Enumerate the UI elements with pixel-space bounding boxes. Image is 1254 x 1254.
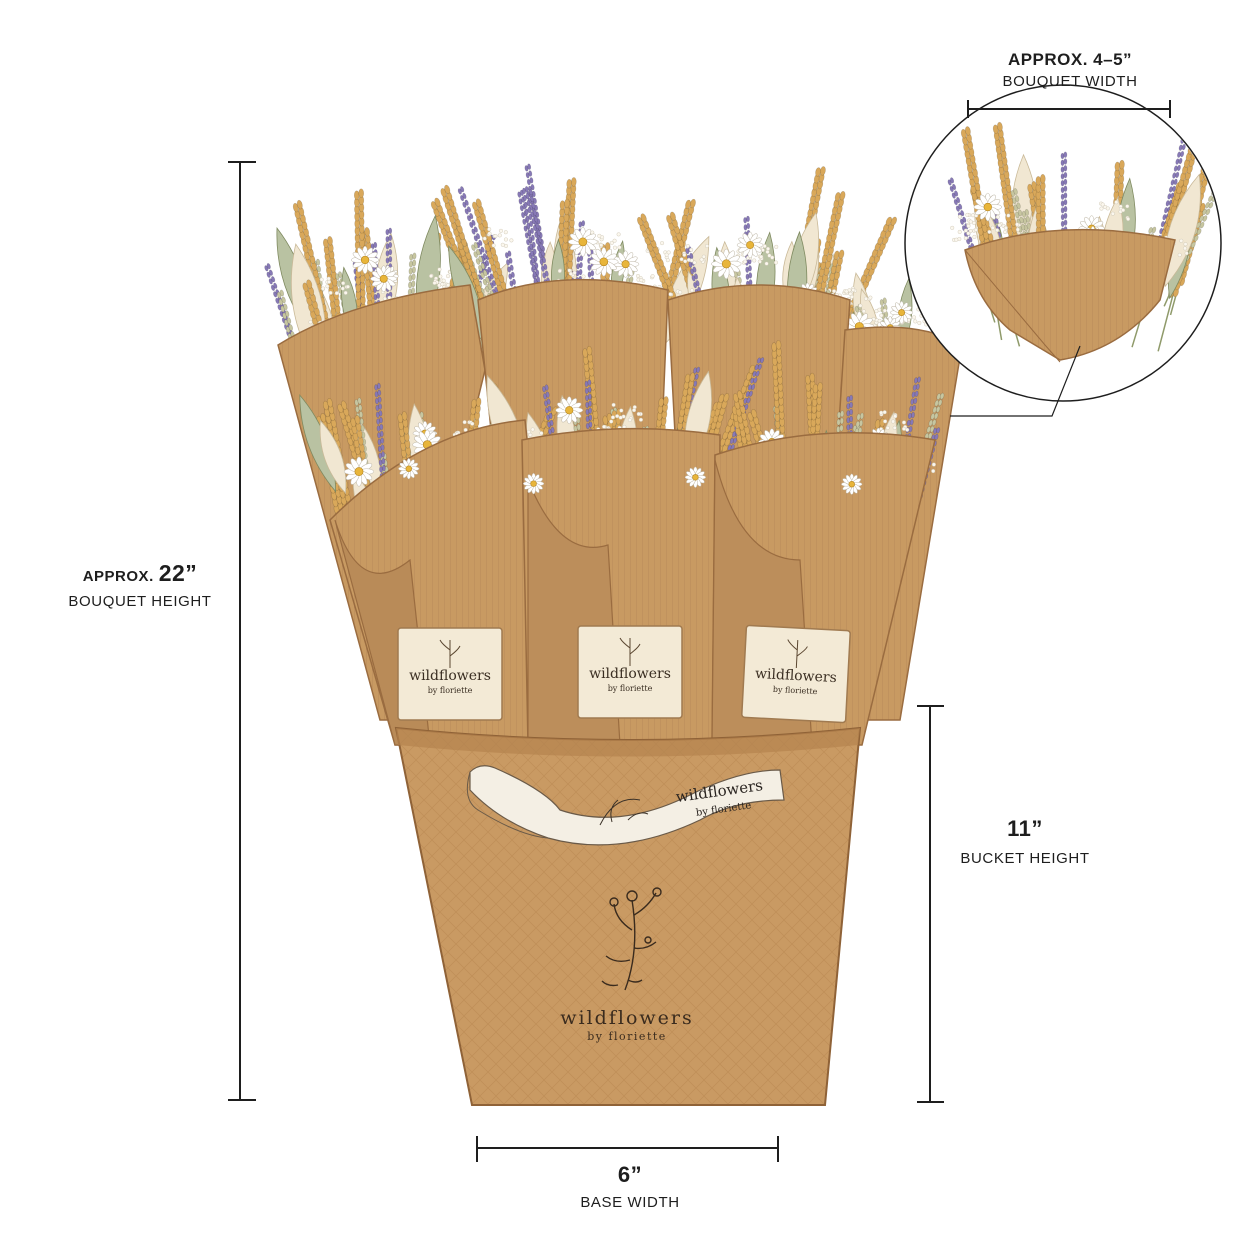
bucket-height-dimension-line (917, 705, 944, 1103)
daisy (841, 473, 863, 495)
babys-breath (855, 307, 887, 329)
base-width-caption: BASE WIDTH (580, 1194, 680, 1211)
cone-label-name: wildflowers (589, 666, 671, 682)
bouquet-height-label: APPROX. 22” BOUQUET HEIGHT (40, 560, 240, 610)
bouquet-width-label: APPROX. 4–5” BOUQUET WIDTH (960, 50, 1180, 90)
daisy (343, 456, 374, 487)
daisy (711, 248, 742, 280)
cone-label-byline: by floriette (608, 684, 653, 693)
daisy (736, 231, 764, 259)
daisy (351, 245, 380, 274)
babys-breath (609, 402, 643, 424)
base-width-value: 6” (617, 1162, 643, 1187)
babys-breath (482, 227, 514, 248)
base-width-label: 6” BASE WIDTH (530, 1162, 730, 1211)
babys-breath (842, 286, 873, 308)
cone-label-byline: by floriette (428, 686, 473, 695)
cone-label-name: wildflowers (409, 668, 491, 684)
bucket-byline: by floriette (587, 1030, 667, 1043)
cone-label-3: wildflowers by floriette (741, 624, 851, 724)
daisy (398, 458, 420, 480)
daisy (568, 227, 598, 257)
flower-spike (522, 186, 547, 349)
base-width-dimension-line (476, 1136, 779, 1162)
babys-breath (319, 276, 350, 296)
babys-breath (679, 244, 710, 265)
bouquet-width-value: APPROX. 4–5” (1007, 50, 1133, 69)
bouquet-width-dimension-line (967, 100, 1171, 118)
bouquet-detail-callout (904, 84, 1222, 417)
daisy (684, 466, 706, 488)
kraft-bucket (394, 726, 862, 1106)
cone-label-1: wildflowers by floriette (397, 627, 503, 721)
bucket-height-label: 11” BUCKET HEIGHT (940, 816, 1110, 867)
daisy (973, 192, 1002, 222)
callout-leader-line (950, 345, 1081, 417)
bouquet-height-value: 22” (158, 560, 198, 586)
bucket-brand-name: wildflowers (560, 1007, 693, 1029)
daisy (890, 301, 914, 325)
babys-breath (1099, 200, 1131, 222)
bouquet-width-caption: BOUQUET WIDTH (1002, 73, 1138, 90)
cone-label-byline: by floriette (773, 685, 818, 696)
bunny-tail-grass (319, 419, 347, 494)
daisy (589, 247, 619, 277)
babys-breath (987, 213, 1021, 234)
cone-label-name: wildflowers (755, 666, 838, 686)
babys-breath (589, 230, 622, 250)
cone-label-2: wildflowers by floriette (577, 625, 683, 719)
bouquet-flowers-top (398, 458, 863, 495)
babys-breath (950, 222, 978, 242)
bucket-sprig-icon (601, 887, 662, 991)
bouquet-height-caption: BOUQUET HEIGHT (68, 593, 212, 610)
height-dimension-line (228, 161, 256, 1101)
daisy (370, 265, 398, 293)
bucket-height-value: 11” (1007, 816, 1043, 841)
bucket-height-caption: BUCKET HEIGHT (960, 850, 1090, 867)
bouquet-height-prefix: APPROX. (82, 568, 154, 585)
daisy (555, 396, 584, 425)
daisy (522, 473, 545, 495)
